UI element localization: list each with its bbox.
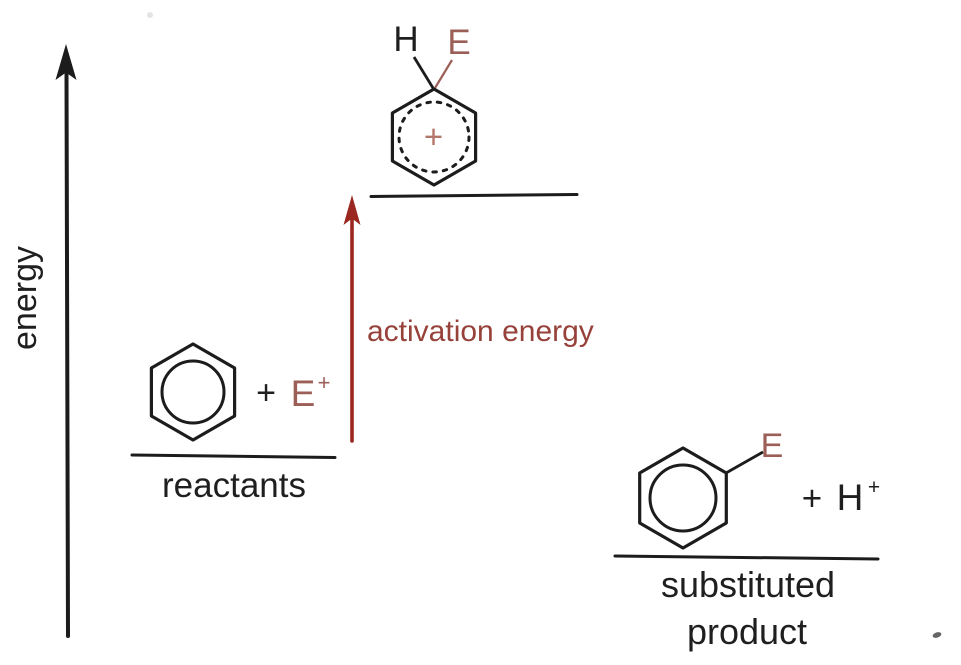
ts-electrophile-label: E	[447, 23, 470, 62]
ts-hydrogen-label: H	[393, 20, 418, 59]
energy-axis-line	[64, 72, 70, 638]
ts-level-line	[369, 193, 579, 198]
ts-hexagon	[390, 87, 478, 187]
product-label-line1: substituted	[661, 564, 835, 605]
ts-ring-charge: +	[424, 118, 443, 155]
product-level-line	[613, 554, 880, 561]
reactants-electrophile-charge: +	[318, 370, 331, 395]
product-electrophile-bond	[725, 450, 764, 475]
reactants-plus-sign: +	[256, 374, 276, 412]
reactants-level-line	[130, 453, 337, 459]
activation-energy-label: activation energy	[367, 315, 594, 348]
reactants-benzene-hexagon	[149, 342, 237, 442]
energy-axis: energy	[6, 44, 77, 638]
product-proton-label: H	[837, 477, 864, 518]
product-benzene-hexagon	[638, 446, 728, 550]
product-label-line2: product	[687, 611, 807, 652]
reactants-electrophile-label: E	[291, 373, 316, 414]
energy-axis-label: energy	[6, 246, 44, 350]
activation-energy-arrow: activation energy	[343, 195, 594, 443]
energy-axis-arrowhead-icon	[55, 44, 77, 80]
ts-electrophile-bond	[434, 59, 453, 89]
product-plus-sign: +	[802, 479, 822, 518]
scan-artifact-dot	[932, 632, 942, 638]
scan-artifact-speck	[147, 12, 153, 18]
reactants-label: reactants	[162, 466, 306, 505]
product-group: E + H + substituted product	[613, 427, 880, 652]
activation-arrowhead-icon	[343, 195, 361, 225]
product-electrophile-label: E	[761, 427, 784, 465]
product-proton-charge: +	[868, 476, 880, 499]
reactants-group: + E + reactants	[130, 342, 337, 505]
ts-hydrogen-bond	[412, 56, 435, 89]
reactants-benzene-circle	[160, 359, 226, 425]
ts-dashed-circle	[397, 100, 471, 174]
product-benzene-circle	[648, 463, 718, 533]
transition-state-group: H E +	[369, 20, 579, 198]
